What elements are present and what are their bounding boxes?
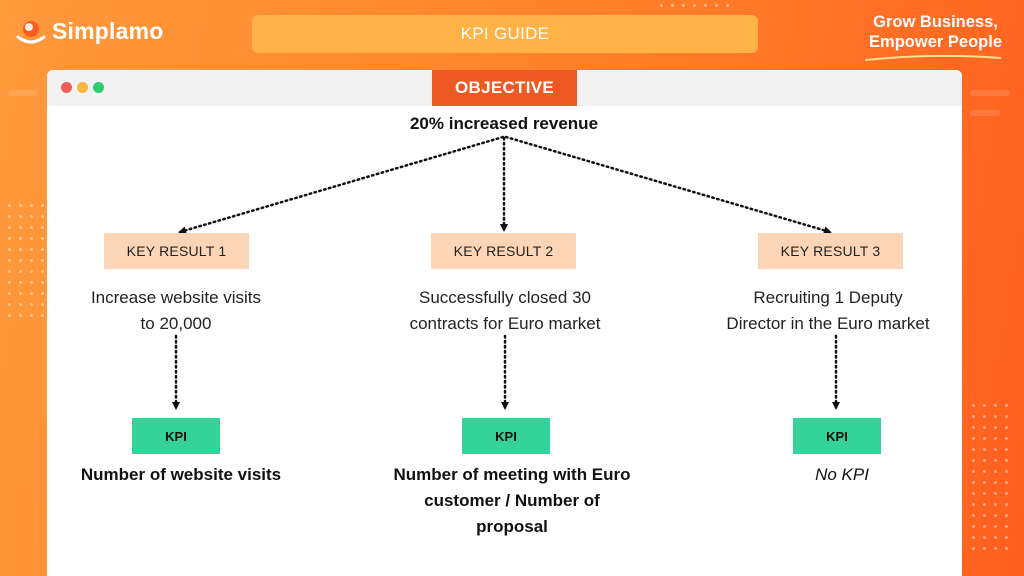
kpi-3-line-1: No KPI [815, 465, 869, 484]
key-result-3-box: KEY RESULT 3 [758, 233, 903, 269]
kpi-1-box: KPI [132, 418, 220, 454]
maximize-dot-icon [93, 82, 104, 93]
key-result-3-label: KEY RESULT 3 [780, 243, 881, 259]
objective-label: OBJECTIVE [454, 78, 555, 97]
kpi-1-text: Number of website visits [31, 462, 331, 488]
title-bar: KPI GUIDE [252, 15, 758, 53]
slogan: Grow Business, Empower People [869, 12, 1002, 52]
key-result-3-line-2: Director in the Euro market [726, 314, 930, 333]
decorative-dots [4, 200, 48, 320]
decorative-bar [970, 110, 1000, 116]
kpi-3-label: KPI [826, 428, 848, 444]
key-result-3-line-1: Recruiting 1 Deputy [753, 288, 903, 307]
key-result-1-label: KEY RESULT 1 [126, 243, 227, 259]
slogan-underline-icon [865, 54, 1001, 61]
key-result-2-text: Successfully closed 30 contracts for Eur… [365, 285, 645, 337]
slogan-line-1: Grow Business, [873, 13, 998, 31]
minimize-dot-icon [77, 82, 88, 93]
brand-logo[interactable]: Simplamo [16, 18, 164, 45]
kpi-2-text: Number of meeting with Euro customer / N… [362, 462, 662, 540]
kpi-2-line-3: proposal [476, 517, 548, 536]
kpi-2-box: KPI [462, 418, 550, 454]
key-result-2-line-2: contracts for Euro market [409, 314, 601, 333]
close-dot-icon [61, 82, 72, 93]
kpi-1-label: KPI [165, 428, 187, 444]
decorative-bar [970, 90, 1010, 96]
arrow-objective-to-kr3 [504, 135, 832, 235]
kpi-3-box: KPI [793, 418, 881, 454]
arrow-objective-to-kr1 [178, 135, 505, 235]
objective-text: 20% increased revenue [409, 114, 599, 133]
key-result-1-box: KEY RESULT 1 [104, 233, 249, 269]
key-result-1-text: Increase website visits to 20,000 [36, 285, 316, 337]
key-result-1-line-2: to 20,000 [140, 314, 212, 333]
decorative-bar [8, 90, 38, 96]
key-result-2-label: KEY RESULT 2 [453, 243, 554, 259]
objective-box: OBJECTIVE [432, 70, 577, 106]
kpi-1-line-1: Number of website visits [80, 465, 282, 484]
simplamo-logo-icon [16, 19, 46, 45]
decorative-dots [968, 400, 1012, 550]
brand-name: Simplamo [52, 18, 164, 44]
key-result-3-text: Recruiting 1 Deputy Director in the Euro… [688, 285, 968, 337]
kpi-2-line-2: customer / Number of [424, 491, 600, 510]
key-result-2-box: KEY RESULT 2 [431, 233, 576, 269]
page-title: KPI GUIDE [460, 24, 550, 43]
kpi-2-label: KPI [495, 428, 517, 444]
key-result-1-line-1: Increase website visits [90, 288, 262, 307]
slogan-line-2: Empower People [869, 33, 1002, 51]
decorative-dots [656, 0, 736, 16]
kpi-2-line-1: Number of meeting with Euro [393, 465, 631, 484]
key-result-2-line-1: Successfully closed 30 [419, 288, 591, 307]
kpi-3-text: No KPI [692, 462, 992, 488]
